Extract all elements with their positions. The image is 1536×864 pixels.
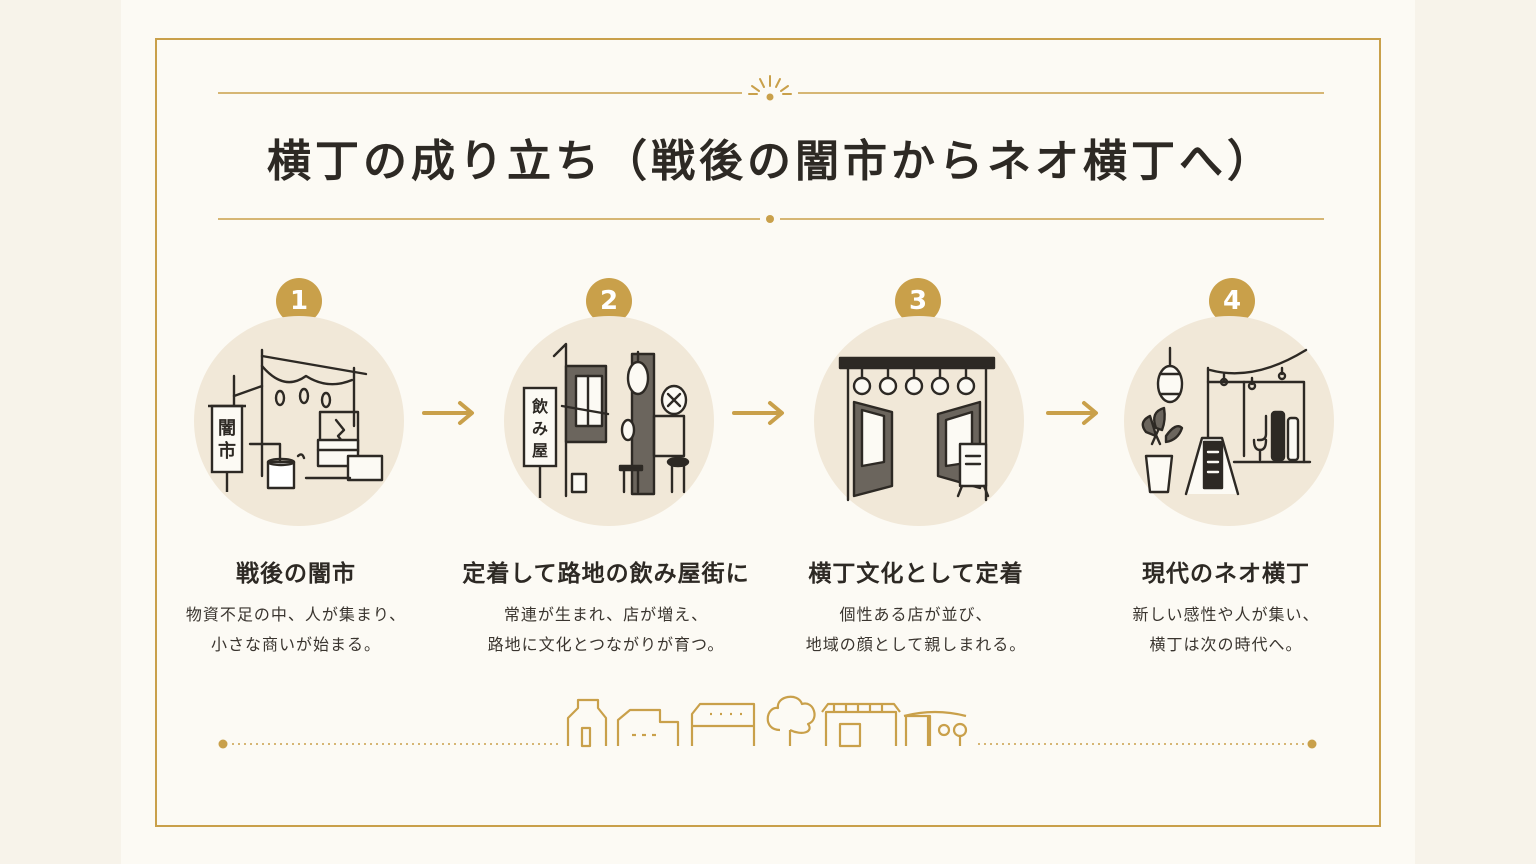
step-description-line: 個性ある店が並び、 <box>839 605 993 624</box>
market-sign-text-1: 闇 <box>218 418 236 439</box>
step-title: 横丁文化として定着 <box>808 561 1024 587</box>
yokocho-gate-icon <box>838 356 996 502</box>
step-description-line: 路地に文化とつながりが育つ。 <box>487 635 725 654</box>
page-title: 横丁の成り立ち（戦後の闇市からネオ横丁へ） <box>267 136 1275 187</box>
step-description: 常連が生まれ、店が増え、 路地に文化とつながりが育つ。 <box>456 600 756 660</box>
arrow-right-icon <box>732 401 784 425</box>
step-description: 物資不足の中、人が集まり、 小さな商いが始まる。 <box>146 600 446 660</box>
outer-frame <box>155 38 1381 827</box>
bar-sign-text-2: み <box>532 419 548 438</box>
step-description: 新しい感性や人が集い、 横丁は次の時代へ。 <box>1076 600 1376 660</box>
market-sign-text-2: 市 <box>218 440 236 462</box>
sunburst-ornament-icon <box>748 75 792 101</box>
step-title: 定着して路地の飲み屋街に <box>462 561 750 587</box>
arrow-right-icon <box>422 401 474 425</box>
black-market-stall-icon: 闇 市 <box>208 348 384 492</box>
market-sign <box>210 404 244 474</box>
diamond-ornament-icon <box>766 215 774 223</box>
step-title: 現代のネオ横丁 <box>1142 561 1310 587</box>
arrow-right-icon <box>1046 401 1098 425</box>
step-description-line: 小さな商いが始まる。 <box>210 635 381 654</box>
step-description-line: 新しい感性や人が集い、 <box>1132 605 1320 624</box>
footer-dotted-line <box>218 739 1317 749</box>
neo-yokocho-bar-icon <box>1141 346 1312 496</box>
step-title: 戦後の闇市 <box>236 561 356 587</box>
step-description: 個性ある店が並び、 地域の顔として親しまれる。 <box>766 600 1066 660</box>
bar-sign-text-1: 飲 <box>531 397 549 416</box>
bar-sign <box>522 386 558 468</box>
step-description-line: 横丁は次の時代へ。 <box>1149 635 1303 654</box>
step-description-line: 物資不足の中、人が集まり、 <box>185 605 407 624</box>
townscape-skyline-icon <box>566 695 968 748</box>
step-description-line: 地域の顔として親しまれる。 <box>805 635 1027 654</box>
bar-sign-text-3: 屋 <box>532 441 548 460</box>
step-description-line: 常連が生まれ、店が増え、 <box>503 605 709 624</box>
alley-bar-street-icon: 飲 み 屋 <box>522 342 690 498</box>
